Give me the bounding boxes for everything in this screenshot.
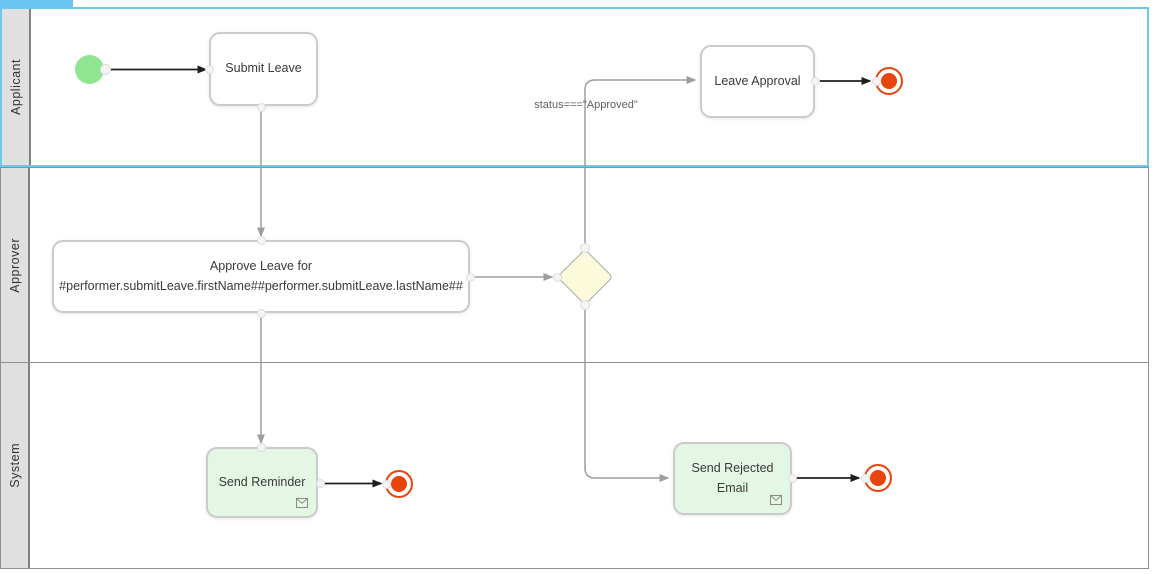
flow-gateway-to-send-rejected[interactable] xyxy=(584,304,670,482)
start-event[interactable] xyxy=(75,55,104,84)
lane-label-text: Applicant xyxy=(8,59,23,115)
condition-label[interactable]: status==="Approved" xyxy=(534,99,638,111)
task-send-reminder[interactable]: Send Reminder xyxy=(206,447,318,518)
connection-point[interactable] xyxy=(465,272,475,282)
task-leave-approval[interactable]: Leave Approval xyxy=(700,45,815,118)
connection-point[interactable] xyxy=(256,308,266,318)
flow-gateway-to-leave-approval[interactable] xyxy=(584,76,697,249)
lane-label-text: Approver xyxy=(7,237,22,293)
task-approve-leave[interactable]: Approve Leave for #performer.submitLeave… xyxy=(52,240,470,313)
connection-point[interactable] xyxy=(580,300,590,310)
lane-system-body[interactable] xyxy=(30,363,1148,568)
message-envelope-icon xyxy=(770,495,782,505)
task-label: Send Rejected Email xyxy=(691,461,774,495)
task-label: Leave Approval xyxy=(714,73,801,88)
connection-point[interactable] xyxy=(871,76,881,86)
connection-point[interactable] xyxy=(256,235,266,245)
connection-point[interactable] xyxy=(810,76,820,86)
connection-point[interactable] xyxy=(99,64,111,75)
connection-point[interactable] xyxy=(860,473,870,483)
lane-label-applicant[interactable]: Applicant xyxy=(2,9,31,165)
lane-applicant[interactable]: Applicant xyxy=(0,7,1149,167)
task-label-line1: Approve Leave for xyxy=(209,259,313,274)
lane-label-approver[interactable]: Approver xyxy=(1,168,30,362)
connection-point[interactable] xyxy=(381,479,391,489)
message-envelope-icon xyxy=(296,498,308,508)
connection-point[interactable] xyxy=(256,102,266,112)
lane-system[interactable]: System xyxy=(0,362,1149,569)
task-submit-leave[interactable]: Submit Leave xyxy=(209,32,318,106)
lane-label-system[interactable]: System xyxy=(1,363,30,568)
connection-point[interactable] xyxy=(256,442,266,452)
connection-point[interactable] xyxy=(552,272,562,282)
connection-point[interactable] xyxy=(204,65,214,74)
task-label: Send Reminder xyxy=(218,474,306,489)
task-label: Submit Leave xyxy=(225,61,302,76)
lane-approver[interactable]: Approver xyxy=(0,167,1149,363)
connection-point[interactable] xyxy=(315,478,325,488)
connection-point[interactable] xyxy=(787,473,797,483)
task-label-line2: #performer.submitLeave.firstName##perfor… xyxy=(59,278,463,293)
task-send-rejected-email[interactable]: Send Rejected Email xyxy=(673,442,792,515)
lane-selection-tab xyxy=(0,0,73,7)
connection-point[interactable] xyxy=(580,243,590,253)
lane-applicant-body[interactable] xyxy=(31,9,1147,165)
lane-label-text: System xyxy=(7,443,22,488)
